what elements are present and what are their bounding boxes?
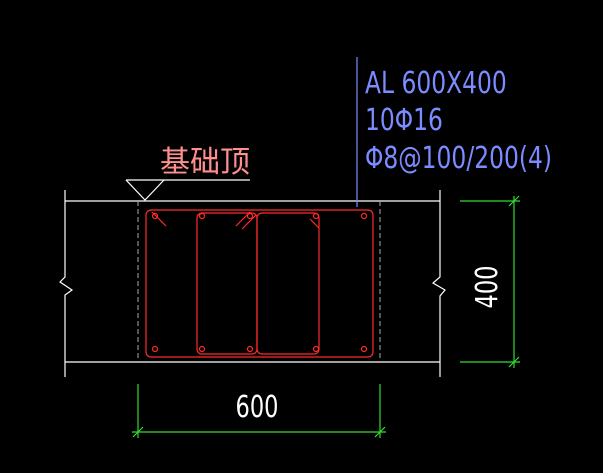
rebar-dot xyxy=(360,345,368,353)
width-dimension xyxy=(132,384,386,438)
left-break-line-icon xyxy=(59,190,74,377)
longitudinal-bars xyxy=(151,212,368,353)
width-tick-left xyxy=(132,426,144,438)
foundation-outline xyxy=(59,190,446,377)
rebar-dot xyxy=(151,345,159,353)
stirrup-hook xyxy=(241,214,257,230)
right-break-line-icon xyxy=(431,190,446,377)
stirrup-hook xyxy=(151,211,167,227)
rebar-dot xyxy=(360,212,368,220)
stirrup-hook xyxy=(309,218,320,229)
beam-name: AL 600X400 xyxy=(365,66,507,101)
height-tick-top xyxy=(508,195,520,207)
main-bars: 10Φ16 xyxy=(365,103,443,138)
rebar-dot xyxy=(312,345,320,353)
width-dimension-text: 600 xyxy=(236,390,279,425)
rebar-cage xyxy=(145,209,374,358)
rebar-dot xyxy=(312,212,320,220)
height-tick-bottom xyxy=(508,356,520,368)
inner-stirrup-left xyxy=(196,212,258,355)
rebar-dot xyxy=(151,212,159,220)
height-dimension xyxy=(460,195,520,368)
rebar-dot xyxy=(198,345,206,353)
rebar-dot xyxy=(198,212,206,220)
width-tick-right xyxy=(374,426,386,438)
rebar-dot xyxy=(246,212,254,220)
inner-stirrup-right xyxy=(256,212,320,355)
stirrup-spec: Φ8@100/200(4) xyxy=(365,141,552,176)
rebar-dot xyxy=(246,345,254,353)
beam-sides xyxy=(137,201,381,362)
height-dimension-text: 400 xyxy=(470,266,505,309)
level-label: 基础顶 xyxy=(160,145,250,180)
level-marker-icon xyxy=(125,179,250,201)
outer-stirrup xyxy=(145,209,374,358)
